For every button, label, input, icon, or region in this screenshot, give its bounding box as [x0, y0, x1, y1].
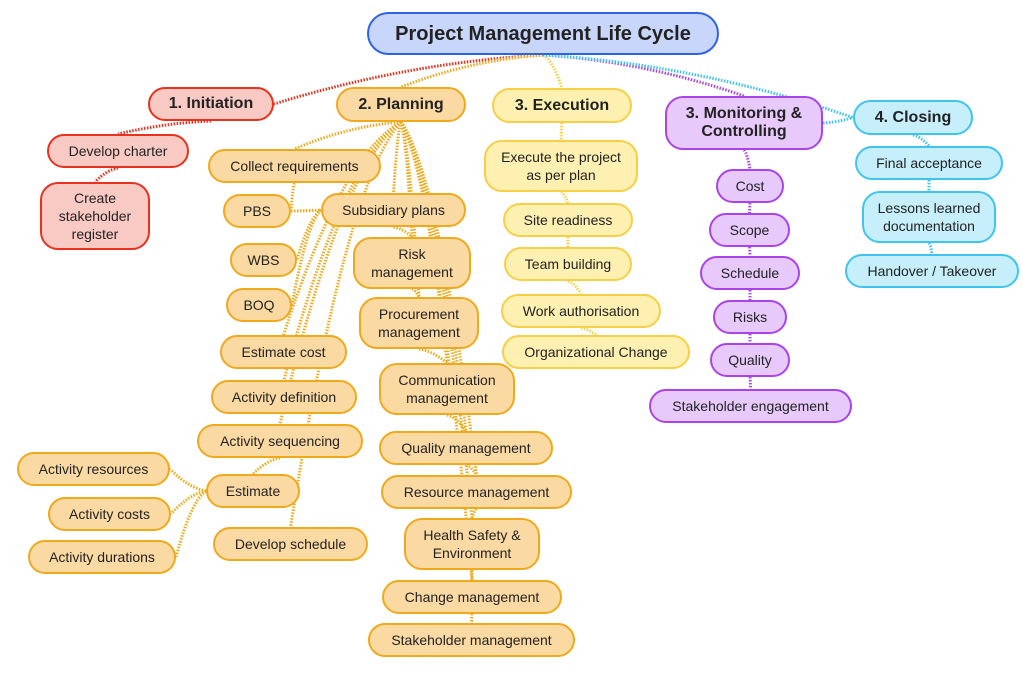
connector-line	[289, 182, 296, 212]
node-health-safety-environment[interactable]: Health Safety & Environment	[404, 518, 540, 570]
phase-execution[interactable]: 3. Execution	[492, 88, 632, 123]
connector-line	[174, 489, 207, 558]
connector-line	[168, 467, 207, 493]
phase-initiation[interactable]: 1. Initiation	[148, 87, 274, 121]
connector-line	[393, 225, 414, 239]
node-procurement-management[interactable]: Procurement management	[359, 297, 479, 349]
node-develop-schedule[interactable]: Develop schedule	[213, 527, 368, 561]
node-estimate-cost[interactable]: Estimate cost	[220, 335, 347, 369]
connector-line	[470, 613, 474, 624]
node-risks[interactable]: Risks	[713, 300, 787, 334]
connector-line	[560, 190, 570, 204]
node-final-acceptance[interactable]: Final acceptance	[855, 146, 1003, 180]
connector-line	[822, 116, 854, 125]
connector-line	[465, 463, 478, 476]
connector-line	[748, 202, 752, 214]
phase-monitoring-controlling[interactable]: 3. Monitoring & Controlling	[665, 96, 823, 150]
connector-line	[748, 246, 752, 257]
node-quality-management[interactable]: Quality management	[379, 431, 553, 465]
connector-line	[278, 120, 402, 425]
connector-line	[295, 208, 322, 261]
node-schedule[interactable]: Schedule	[700, 256, 800, 290]
root-node[interactable]: Project Management Life Cycle	[367, 12, 719, 55]
node-lessons-learned-documentation[interactable]: Lessons learned documentation	[862, 191, 996, 243]
node-change-management[interactable]: Change management	[382, 580, 562, 614]
node-activity-definition[interactable]: Activity definition	[211, 380, 357, 414]
link-root-execution	[542, 53, 564, 89]
node-create-stakeholder-register[interactable]: Create stakeholder register	[40, 182, 150, 250]
node-quality[interactable]: Quality	[710, 343, 790, 377]
connector-line	[927, 241, 934, 255]
node-activity-sequencing[interactable]: Activity sequencing	[197, 424, 363, 458]
node-scope[interactable]: Scope	[709, 213, 790, 247]
connector-line	[559, 122, 564, 141]
connector-line	[418, 347, 448, 365]
node-subsidiary-plans[interactable]: Subsidiary plans	[321, 193, 466, 227]
node-boq[interactable]: BOQ	[226, 288, 292, 322]
connector-line	[912, 133, 931, 147]
node-pbs[interactable]: PBS	[223, 194, 291, 228]
connector-line	[411, 287, 421, 298]
link-root-planning	[400, 53, 544, 89]
connector-line	[742, 148, 752, 170]
node-execute-project-as-per-plan[interactable]: Execute the project as per plan	[484, 140, 638, 192]
node-handover-takeover[interactable]: Handover / Takeover	[845, 254, 1019, 288]
connector-line	[293, 120, 402, 151]
connector-line	[748, 376, 752, 390]
connector-line	[93, 166, 119, 184]
connector-line	[567, 279, 583, 295]
node-resource-management[interactable]: Resource management	[381, 475, 572, 509]
connector-line	[169, 489, 207, 516]
phase-closing[interactable]: 4. Closing	[853, 100, 973, 135]
node-stakeholder-management[interactable]: Stakeholder management	[368, 623, 575, 657]
connector-line	[392, 121, 403, 194]
node-stakeholder-engagement[interactable]: Stakeholder engagement	[649, 389, 852, 423]
connector-line	[251, 456, 281, 476]
connector-line	[470, 507, 478, 519]
node-organizational-change[interactable]: Organizational Change	[502, 335, 690, 369]
node-communication-management[interactable]: Communication management	[379, 363, 515, 415]
phase-planning[interactable]: 2. Planning	[336, 87, 466, 122]
node-collect-requirements[interactable]: Collect requirements	[208, 149, 381, 183]
connector-line	[290, 208, 322, 213]
node-activity-costs[interactable]: Activity costs	[48, 497, 171, 531]
link-root-closing	[542, 53, 854, 119]
node-team-building[interactable]: Team building	[504, 247, 632, 281]
node-cost[interactable]: Cost	[716, 169, 784, 203]
connector-line	[399, 121, 421, 298]
node-estimate[interactable]: Estimate	[206, 474, 300, 508]
connector-line	[282, 120, 402, 336]
node-activity-durations[interactable]: Activity durations	[28, 540, 176, 574]
node-develop-charter[interactable]: Develop charter	[47, 134, 189, 168]
node-site-readiness[interactable]: Site readiness	[503, 203, 633, 237]
node-activity-resources[interactable]: Activity resources	[17, 452, 170, 486]
node-risk-management[interactable]: Risk management	[353, 237, 471, 289]
node-wbs[interactable]: WBS	[230, 243, 297, 277]
connector-line	[580, 326, 597, 337]
connector-line	[117, 119, 212, 136]
node-work-authorisation[interactable]: Work authorisation	[501, 294, 661, 328]
